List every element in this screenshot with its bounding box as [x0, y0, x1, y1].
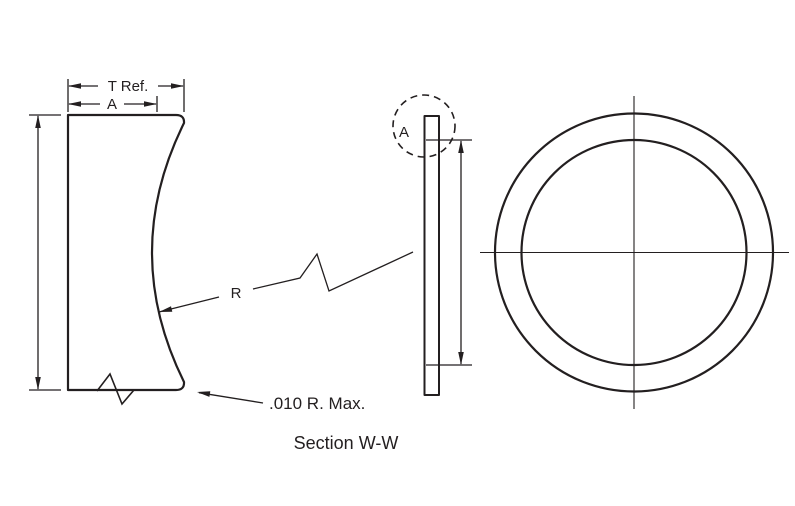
a-dim-label: A [107, 96, 117, 113]
radius-label: R [231, 285, 242, 302]
part-section-outline [66, 113, 186, 392]
arrowhead-right [144, 101, 157, 107]
section-view: T Ref. A R [29, 78, 414, 453]
arrowhead-up [458, 140, 464, 153]
arrowhead [159, 306, 173, 312]
corner-radius-callout: .010 R. Max. [197, 391, 365, 413]
arrowhead-right [171, 83, 184, 89]
face-view [480, 96, 789, 409]
section-caption: Section W-W [294, 433, 399, 453]
break-line [96, 372, 135, 406]
arrowhead-left [68, 83, 81, 89]
arrowhead-down [458, 352, 464, 365]
id-dimension [426, 139, 472, 366]
detail-a-label: A [399, 124, 409, 141]
t-ref-dimension: T Ref. [67, 78, 185, 112]
inner-circle [520, 138, 748, 367]
a-dimension: A [68, 96, 158, 113]
edge-view-rect [423, 115, 440, 396]
edge-view: A [392, 94, 472, 396]
radius-leader: R [158, 251, 414, 313]
arrowhead [197, 391, 211, 397]
detail-circle [392, 94, 456, 158]
t-ref-label: T Ref. [108, 78, 149, 95]
outer-circle [493, 112, 775, 393]
corner-radius-note: .010 R. Max. [269, 394, 365, 413]
arrowhead-down [35, 377, 41, 390]
arrowhead-up [35, 115, 41, 128]
height-dimension [29, 114, 61, 391]
arrowhead-left [68, 101, 81, 107]
leader-line-jog [252, 251, 414, 292]
